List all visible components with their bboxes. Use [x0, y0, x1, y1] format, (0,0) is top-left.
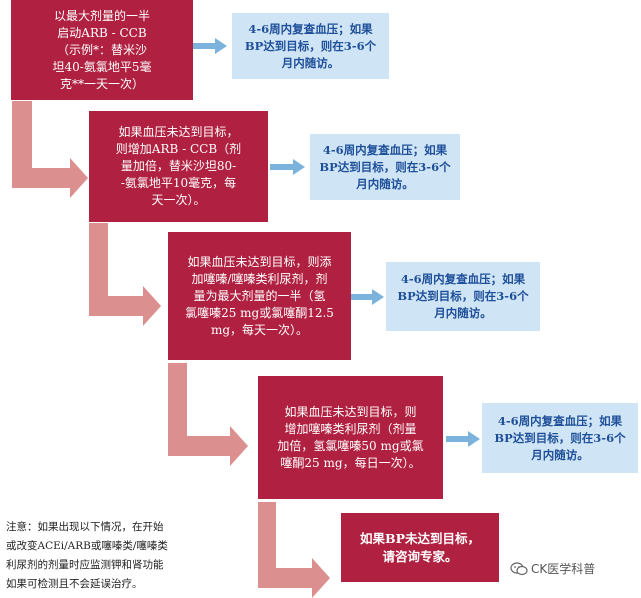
side-arrow-1: [192, 38, 227, 54]
recheck-text-1: 4-6周内复查血压；如果 BP达到目标，则在3-6个 月内随访。: [244, 21, 377, 70]
step-3-text: 如果血压未达到目标，则添 加噻嗪/噻嗪类利尿剂，剂 量为最大剂量的一半（氢 氯噻…: [185, 254, 334, 337]
elbow-arrow-1: [12, 101, 88, 198]
recheck-text-3: 4-6周内复查血压；如果 BP达到目标，则在3-6个 月内随访。: [397, 272, 529, 320]
consult-specialist-text: 如果BP未达到目标， 请咨询专家。: [360, 530, 480, 564]
recheck-box-1: 4-6周内复查血压；如果 BP达到目标，则在3-6个 月内随访。: [232, 13, 389, 79]
step-4-box: 如果血压未达到目标，则 增加噻嗪类利尿剂（剂量 加倍，氢氯噻嗪50 mg或氯 噻…: [258, 376, 443, 499]
step-2-box: 如果血压未达到目标， 则增加ARB - CCB（剂 量加倍，替米沙坦80- -氨…: [89, 111, 268, 222]
wechat-icon: [510, 561, 528, 575]
consult-specialist-box: 如果BP未达到目标， 请咨询专家。: [341, 513, 499, 582]
recheck-box-3: 4-6周内复查血压；如果 BP达到目标，则在3-6个 月内随访。: [386, 262, 540, 331]
watermark-text: CK医学科普: [531, 562, 596, 576]
step-1-text: 以最大剂量的一半 启动ARB - CCB （示例*：替米沙 坦40-氨氯地平5毫…: [52, 8, 152, 91]
recheck-box-4: 4-6周内复查血压；如果 BP达到目标，则在3-6个 月内随访。: [482, 403, 638, 473]
side-arrow-4: [446, 431, 480, 447]
recheck-text-4: 4-6周内复查血压；如果 BP达到目标，则在3-6个 月内随访。: [494, 413, 626, 462]
side-arrow-2: [270, 159, 305, 175]
elbow-arrow-2: [89, 223, 161, 326]
step-2-text: 如果血压未达到目标， 则增加ARB - CCB（剂 量加倍，替米沙坦80- -氨…: [115, 125, 242, 207]
elbow-arrow-3: [168, 363, 248, 466]
footnote: 注意：如果出现以下情况，在开始 或改变ACEi/ARB或噻嗪类/噻嗪类 利尿剂的…: [6, 521, 168, 590]
side-arrow-3: [351, 289, 384, 305]
step-1-box: 以最大剂量的一半 启动ARB - CCB （示例*：替米沙 坦40-氨氯地平5毫…: [11, 0, 193, 100]
recheck-text-2: 4-6周内复查血压；如果 BP达到目标，则在3-6个 月内随访。: [319, 142, 451, 191]
watermark: CK医学科普: [510, 560, 595, 577]
elbow-arrow-4: [258, 502, 330, 598]
recheck-box-2: 4-6周内复查血压；如果 BP达到目标，则在3-6个 月内随访。: [310, 134, 460, 200]
step-4-text: 如果血压未达到目标，则 增加噻嗪类利尿剂（剂量 加倍，氢氯噻嗪50 mg或氯 噻…: [277, 404, 424, 470]
step-3-box: 如果血压未达到目标，则添 加噻嗪/噻嗪类利尿剂，剂 量为最大剂量的一半（氢 氯噻…: [168, 232, 351, 360]
